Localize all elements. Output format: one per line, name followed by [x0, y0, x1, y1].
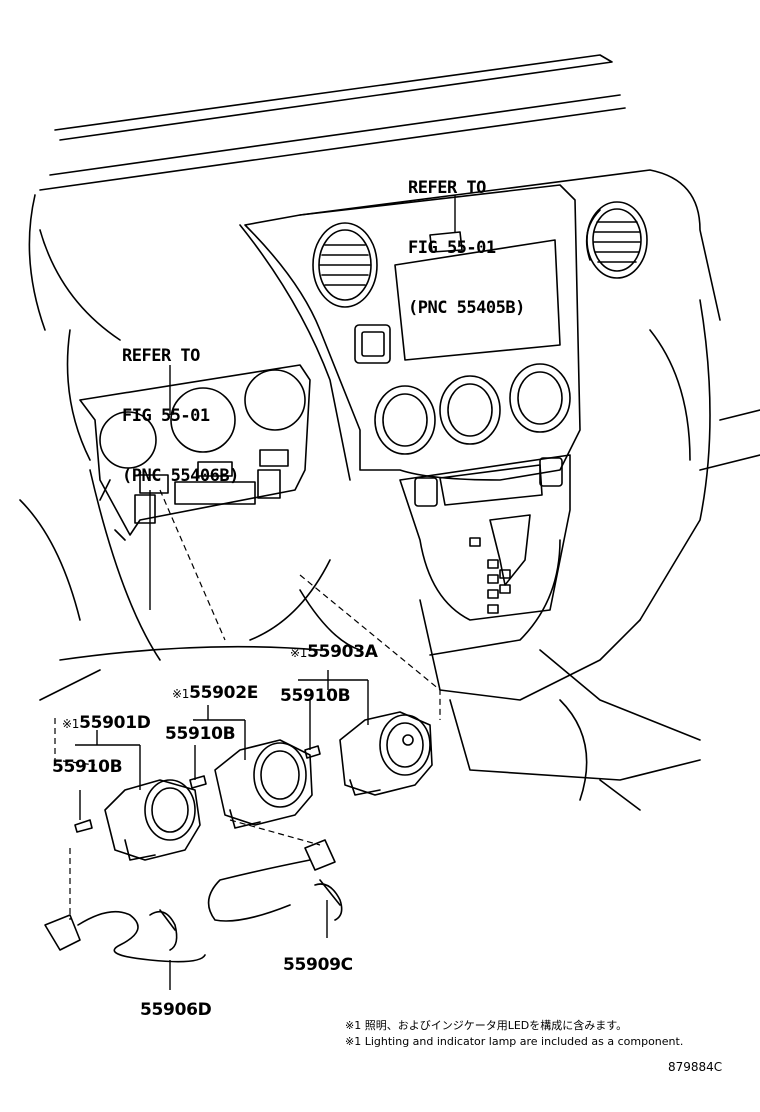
part-number: 55903A [307, 642, 378, 662]
ref-line: (PNC 55405B) [408, 298, 525, 318]
ref-55406B: REFER TO FIG 55-01 (PNC 55406B) [122, 306, 239, 506]
air-vent-left [312, 222, 378, 308]
diagram-code: 879884C [668, 1060, 723, 1074]
switch-55901D [104, 779, 201, 861]
switch-55903A [339, 711, 433, 796]
footnote-jp: ※1 照明、およびインジケータ用LEDを構成に含みます。 [345, 1019, 628, 1032]
screw-icons [74, 745, 321, 833]
shifter-panel [399, 454, 571, 621]
footnote-mark: ※1 [62, 717, 80, 731]
part-label-55909C[interactable]: 55909C [283, 955, 353, 975]
windshield-edge [28, 54, 626, 331]
wiring-55906D [44, 909, 206, 963]
ref-line: REFER TO [408, 178, 486, 198]
part-number: 55910B [52, 757, 123, 777]
part-number: 55909C [283, 955, 353, 975]
ref-55405B: REFER TO FIG 55-01 (PNC 55405B) [408, 138, 525, 338]
footnote-mark: ※1 [290, 646, 308, 660]
part-label-55910B-c[interactable]: 55910B [280, 686, 351, 706]
leader-lines [75, 195, 456, 990]
dashboard-outline [19, 169, 760, 811]
air-vent-right [586, 201, 648, 279]
ref-line: REFER TO [122, 346, 200, 366]
part-number: 55906D [140, 1000, 212, 1020]
part-label-55910B-b[interactable]: 55910B [165, 724, 236, 744]
part-number: 55910B [280, 686, 351, 706]
switch-55902E [214, 739, 313, 829]
ref-line: (PNC 55406B) [122, 466, 239, 486]
center-bezel [239, 184, 581, 481]
part-label-55902E[interactable]: ※155902E [172, 683, 258, 704]
cluster-bracket [79, 364, 311, 541]
part-label-55901D[interactable]: ※155901D [62, 713, 151, 734]
ref-line: FIG 55-01 [122, 406, 210, 426]
part-number: 55910B [165, 724, 236, 744]
display-screen [394, 231, 561, 361]
part-number: 55901D [79, 713, 151, 733]
hazard-switch [354, 324, 391, 364]
dashed-guides [54, 489, 441, 920]
footnote-mark: ※1 [172, 687, 190, 701]
part-number: 55902E [189, 683, 259, 703]
ref-line: FIG 55-01 [408, 238, 496, 258]
wiring-55909C [207, 839, 343, 922]
footnote-en: ※1 Lighting and indicator lamp are inclu… [345, 1035, 684, 1048]
part-label-55910B-a[interactable]: 55910B [52, 757, 123, 777]
console-knobs [374, 363, 571, 455]
part-label-55903A[interactable]: ※155903A [290, 642, 378, 663]
part-label-55906D[interactable]: 55906D [140, 1000, 212, 1020]
